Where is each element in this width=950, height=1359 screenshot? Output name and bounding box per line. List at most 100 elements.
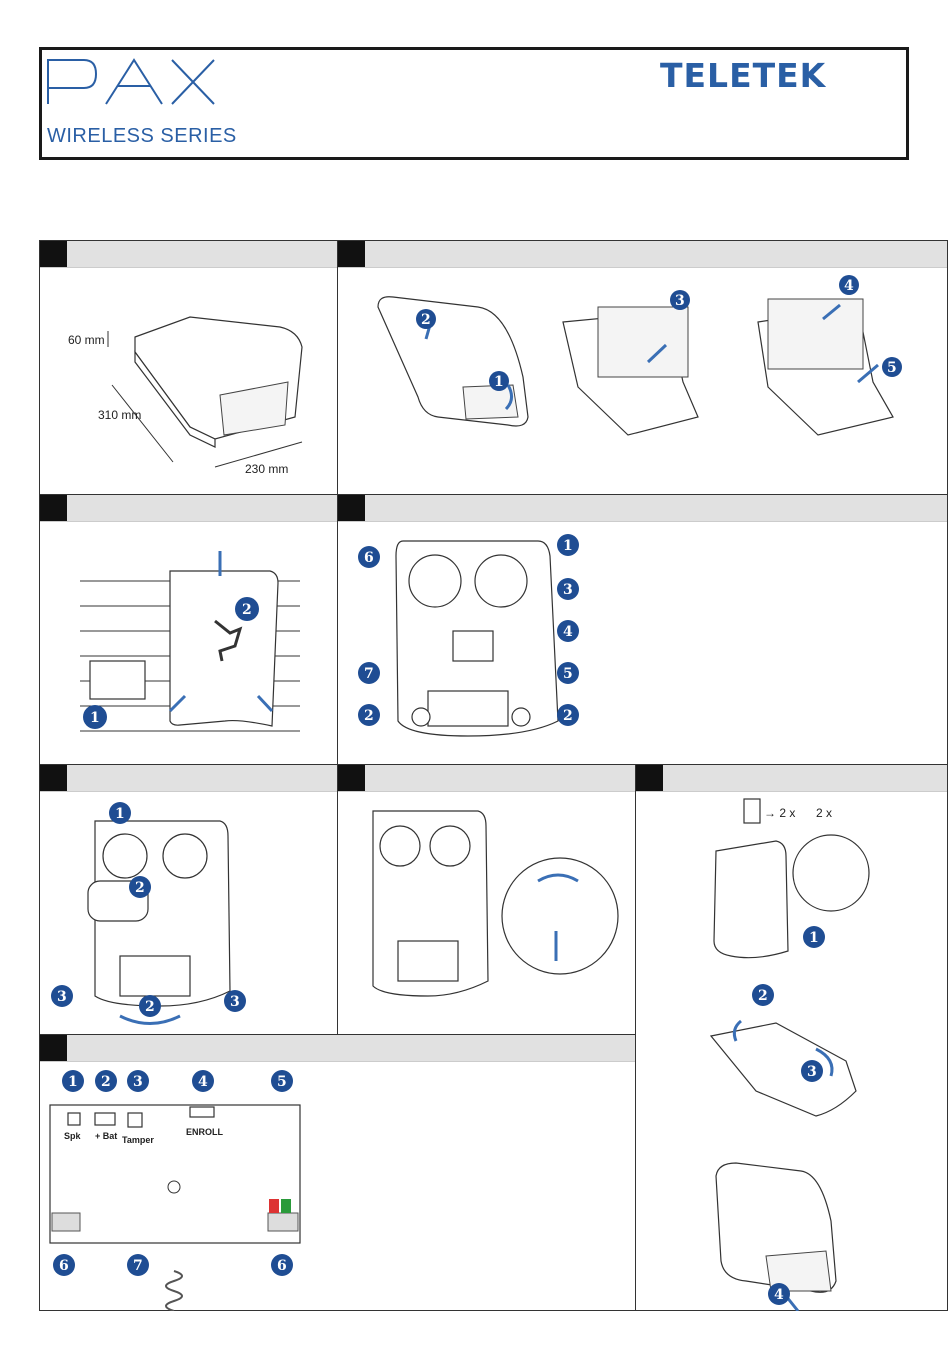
step-badge: 6 [53, 1254, 75, 1276]
panel-fixing: 1 2 2 3 3 [39, 764, 338, 1035]
svg-text:6: 6 [277, 1258, 287, 1274]
panel-header-bar [636, 765, 947, 792]
step-badge: 2 [235, 597, 259, 621]
tamper-drawing [338, 791, 635, 1035]
step-badge: 1 [109, 802, 131, 824]
step-badge: 6 [271, 1254, 293, 1276]
step-marker [338, 241, 365, 267]
svg-text:6: 6 [59, 1258, 69, 1274]
step-marker [40, 495, 67, 521]
svg-text:7: 7 [133, 1258, 143, 1274]
pcb-drawing: Spk + Bat Tamper ENROLL 1 2 3 4 5 6 7 6 [40, 1061, 635, 1311]
panel-tamper [337, 764, 636, 1035]
series-label: WIRELESS SERIES [47, 125, 237, 148]
step-badge: 2 [752, 984, 774, 1006]
wall-mount-drawing: 2 1 [40, 521, 337, 765]
step-badge: 4 [192, 1070, 214, 1092]
step-badge: 1 [489, 371, 509, 391]
step-marker [40, 765, 67, 791]
pcb-label-spk: Spk [64, 1131, 82, 1141]
panel-closing: → 2 x 2 x 1 2 3 4 [635, 764, 948, 1311]
svg-text:5: 5 [277, 1074, 287, 1090]
panel-opening: 2 1 3 4 5 [337, 240, 948, 495]
closing-drawing: → 2 x 2 x 1 2 3 4 [636, 791, 947, 1311]
svg-text:7: 7 [364, 666, 374, 682]
accessory-screws: 2 x [816, 806, 832, 820]
step-badge: 4 [839, 275, 859, 295]
components-drawing: 1 3 4 5 2 6 7 2 [338, 521, 947, 765]
panel-wall-mount: 2 1 [39, 494, 338, 765]
step-marker [636, 765, 663, 791]
step-marker [338, 495, 365, 521]
svg-text:5: 5 [563, 666, 573, 682]
svg-text:2: 2 [101, 1074, 111, 1090]
step-badge: 1 [62, 1070, 84, 1092]
step-badge: 4 [768, 1283, 790, 1305]
svg-text:3: 3 [807, 1064, 817, 1080]
svg-text:2: 2 [145, 999, 155, 1015]
pcb-label-tamper: Tamper [122, 1135, 154, 1145]
svg-text:1: 1 [90, 710, 100, 726]
panel-header-bar [338, 241, 947, 268]
step-badge: 3 [51, 985, 73, 1007]
step-badge: 5 [882, 357, 902, 377]
brand-logo: TELETEK [660, 56, 826, 95]
svg-text:1: 1 [68, 1074, 78, 1090]
svg-text:2: 2 [242, 602, 252, 618]
pcb-label-bat: + Bat [95, 1131, 117, 1141]
accessory-text: → 2 x [764, 806, 795, 820]
svg-text:2: 2 [364, 708, 374, 724]
step-badge: 1 [803, 926, 825, 948]
panel-header-bar [40, 1035, 635, 1062]
step-badge: 3 [557, 578, 579, 600]
step-badge: 1 [557, 534, 579, 556]
step-badge: 2 [129, 876, 151, 898]
panel-dimensions: 60 mm 310 mm 230 mm [39, 240, 338, 495]
step-badge: 4 [557, 620, 579, 642]
step-marker [338, 765, 365, 791]
svg-text:2: 2 [563, 708, 573, 724]
svg-text:1: 1 [494, 374, 504, 390]
step-badge: 5 [557, 662, 579, 684]
svg-text:4: 4 [563, 624, 573, 640]
svg-text:1: 1 [115, 806, 125, 822]
step-badge: 2 [139, 995, 161, 1017]
opening-steps-drawing: 2 1 3 4 5 [338, 267, 947, 495]
step-badge: 6 [358, 546, 380, 568]
step-badge: 1 [83, 705, 107, 729]
step-badge: 2 [358, 704, 380, 726]
panel-header-bar [40, 495, 337, 522]
step-badge: 3 [127, 1070, 149, 1092]
svg-text:3: 3 [57, 989, 67, 1005]
dim-length: 310 mm [98, 408, 141, 422]
step-badge: 7 [127, 1254, 149, 1276]
step-marker [40, 241, 67, 267]
svg-text:3: 3 [230, 994, 240, 1010]
svg-text:5: 5 [887, 360, 897, 376]
device-dimensions-drawing: 60 mm 310 mm 230 mm [40, 267, 337, 495]
svg-text:2: 2 [135, 880, 145, 896]
step-badge: 7 [358, 662, 380, 684]
dim-width: 230 mm [245, 462, 288, 476]
svg-text:4: 4 [774, 1287, 784, 1303]
step-badge: 2 [416, 309, 436, 329]
dim-height: 60 mm [68, 333, 105, 347]
step-badge: 5 [271, 1070, 293, 1092]
svg-text:1: 1 [809, 930, 819, 946]
step-badge: 2 [557, 704, 579, 726]
svg-text:2: 2 [758, 988, 768, 1004]
panel-components: 1 3 4 5 2 6 7 2 [337, 494, 948, 765]
pcb-board [50, 1105, 300, 1243]
pcb-label-enroll: ENROLL [186, 1127, 224, 1137]
panel-header-bar [40, 765, 337, 792]
svg-text:4: 4 [844, 278, 854, 294]
svg-text:3: 3 [133, 1074, 143, 1090]
panel-header-bar [40, 241, 337, 268]
svg-text:3: 3 [675, 293, 685, 309]
fixing-drawing: 1 2 2 3 3 [40, 791, 337, 1035]
svg-text:1: 1 [563, 538, 573, 554]
svg-text:3: 3 [563, 582, 573, 598]
step-badge: 3 [224, 990, 246, 1012]
svg-text:2: 2 [421, 312, 431, 328]
svg-text:6: 6 [364, 550, 374, 566]
